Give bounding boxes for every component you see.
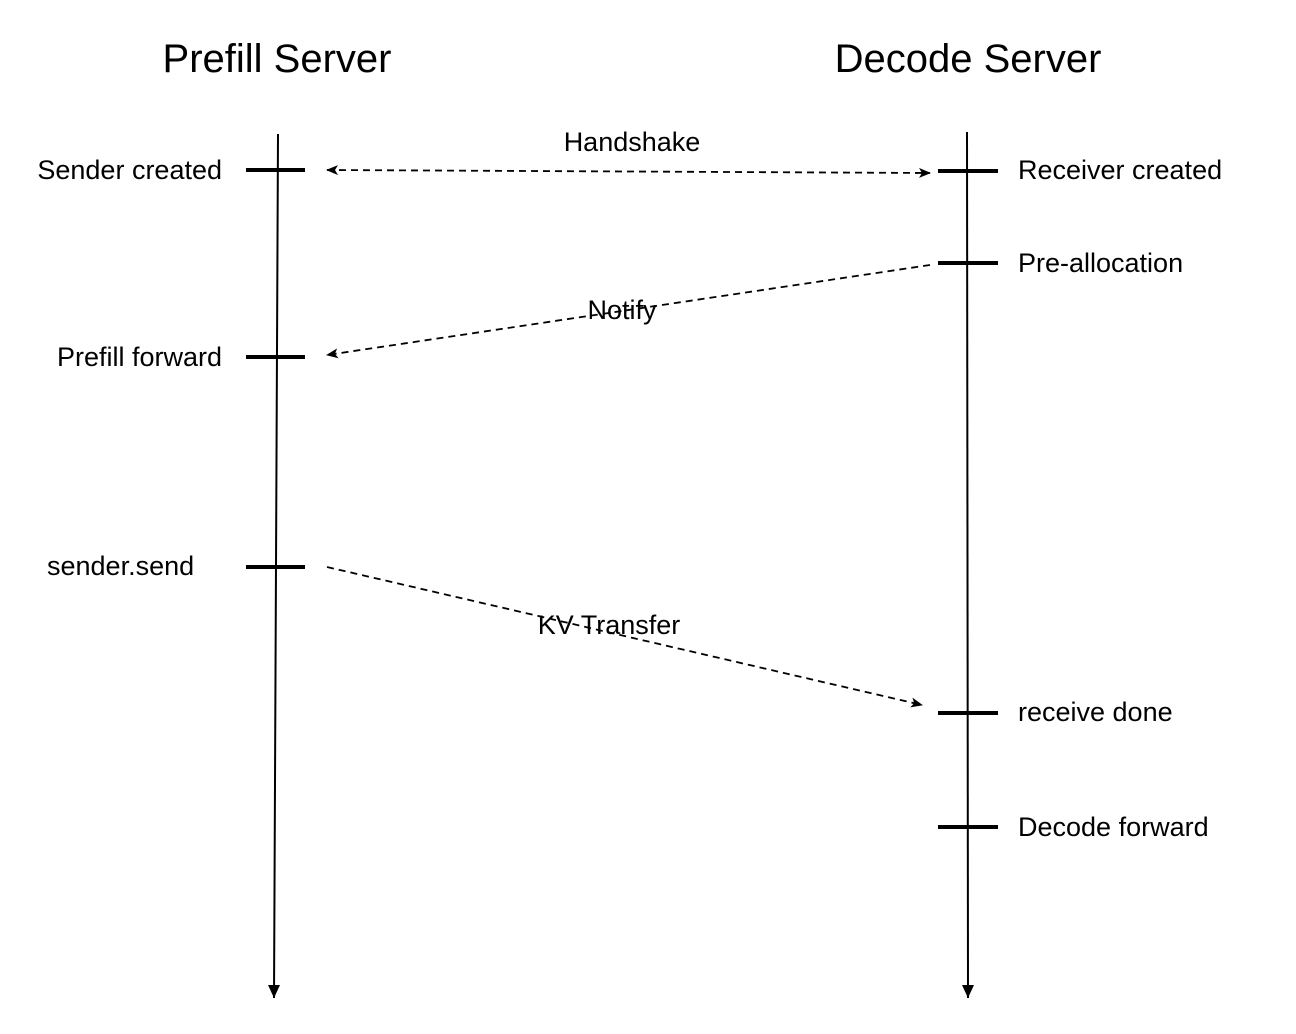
event-label-pre-allocation: Pre-allocation: [1018, 248, 1183, 278]
message-arrow-notify: [326, 264, 931, 359]
decode-lifeline: [962, 131, 974, 999]
message-label-notify: Notify: [587, 295, 657, 325]
message-label-handshake: Handshake: [564, 127, 701, 157]
event-label-receive-done: receive done: [1018, 697, 1173, 727]
message-arrow-kv-transfer: [326, 566, 923, 708]
event-label-sender-send: sender.send: [47, 551, 194, 581]
decode-server-title: Decode Server: [835, 37, 1102, 81]
event-label-sender-created: Sender created: [37, 155, 222, 185]
message-label-kv-transfer: KV Transfer: [538, 610, 681, 640]
event-label-decode-forward: Decode forward: [1018, 812, 1209, 842]
prefill-server-title: Prefill Server: [163, 37, 392, 81]
message-arrow-handshake: [326, 165, 931, 178]
event-label-prefill-forward: Prefill forward: [57, 342, 222, 372]
event-label-receiver-created: Receiver created: [1018, 155, 1222, 185]
